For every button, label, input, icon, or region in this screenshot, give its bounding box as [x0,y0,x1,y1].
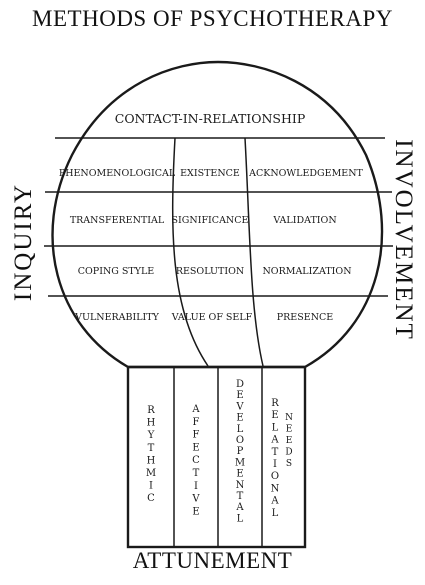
grid-cell-phenomenological: PHENOMENOLOGICAL [59,168,176,179]
grid-cell-acknowledgement: ACKNOWLEDGEMENT [248,168,363,179]
attunement-label: ATTUNEMENT [132,548,293,573]
grid-cell-significance: SIGNIFICANCE [172,215,249,226]
grid-cell-coping-style: COPING STYLE [78,266,155,277]
balloon-inner-curve-right [244,137,264,367]
grid-cell-normalization: NORMALIZATION [262,266,351,277]
stem-outline [126,365,307,549]
grid-cell-transferential: TRANSFERENTIAL [70,215,165,226]
grid-cell-resolution: RESOLUTION [176,266,244,277]
balloon-inner-curve-left [171,137,209,367]
grid-cell-presence: PRESENCE [277,312,334,323]
grid-cell-validation: VALIDATION [272,215,336,226]
grid-cell-vulnerability: VULNERABILITY [74,312,160,323]
contact-in-relationship-label: CONTACT-IN-RELATIONSHIP [115,111,306,126]
balloon-shape [44,60,393,369]
stem-shape [126,365,307,549]
grid-cells: PHENOMENOLOGICAL EXISTENCE ACKNOWLEDGEME… [59,168,364,323]
grid-cell-value-of-self: VALUE OF SELF [171,312,253,323]
balloon-outline [51,60,384,369]
diagram-title: METHODS OF PSYCHOTHERAPY [32,6,393,31]
grid-cell-existence: EXISTENCE [180,168,240,179]
